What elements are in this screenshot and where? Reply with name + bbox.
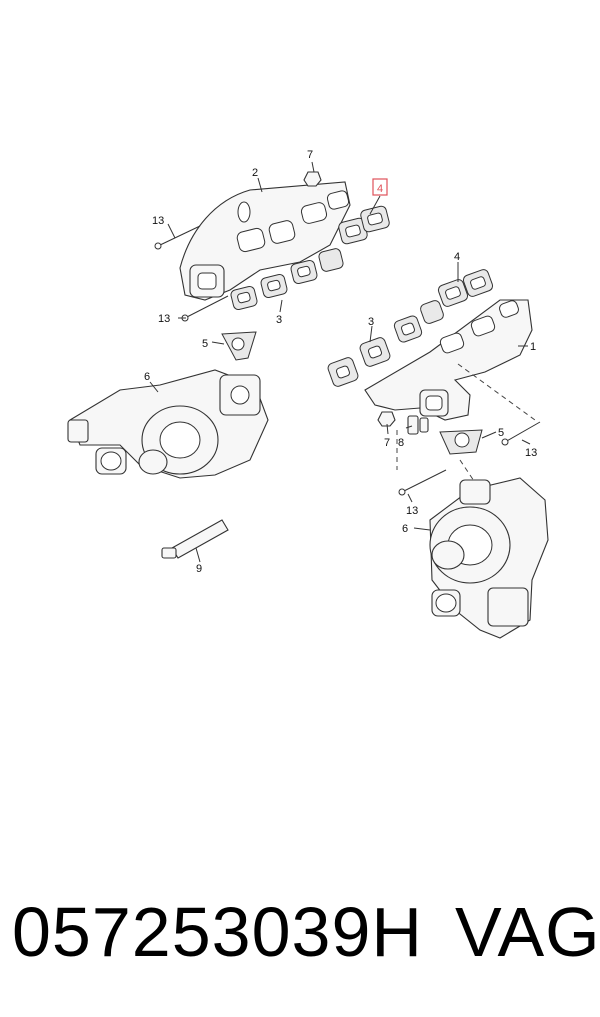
callout-7-right: 7 <box>384 437 390 449</box>
nut-right <box>377 411 396 427</box>
gasket-set-right <box>327 300 444 387</box>
paste-tube <box>161 519 229 559</box>
callout-7-top: 7 <box>307 149 313 161</box>
callout-3-left: 3 <box>276 314 282 326</box>
callout-9: 9 <box>196 563 202 575</box>
turbocharger-left <box>67 369 269 479</box>
callout-2: 2 <box>252 167 258 179</box>
callout-13-right: 13 <box>525 447 537 459</box>
turbo-gasket-left <box>221 331 257 361</box>
selected-callout-highlight <box>372 178 388 196</box>
bolt-right <box>407 415 429 435</box>
gasket-set-left <box>230 248 344 311</box>
callout-5-left: 5 <box>202 338 208 350</box>
callout-13-upper-left: 13 <box>152 215 164 227</box>
stud-right-upper <box>501 421 541 446</box>
exhaust-manifold-right <box>364 299 533 421</box>
brand-name: VAG <box>455 893 600 971</box>
callout-5-right: 5 <box>498 427 504 439</box>
exhaust-manifold-left <box>179 181 351 301</box>
callout-6-left: 6 <box>144 371 150 383</box>
callout-1: 1 <box>530 341 536 353</box>
turbocharger-right <box>429 477 549 639</box>
stud-right-lower <box>398 469 447 496</box>
callout-6-right: 6 <box>402 523 408 535</box>
stud-left-upper <box>154 225 201 250</box>
part-number: 057253039H <box>12 893 423 971</box>
callout-3-right: 3 <box>368 316 374 328</box>
callout-8: 8 <box>398 437 404 449</box>
callout-4-right: 4 <box>454 251 460 263</box>
callout-13-lower-right: 13 <box>406 505 418 517</box>
nut-top <box>303 171 322 187</box>
gasket-strip-right <box>437 269 494 307</box>
callout-4-highlighted: 4 <box>377 183 383 195</box>
turbo-gasket-right <box>439 429 483 455</box>
gasket-strip-upper <box>338 205 390 245</box>
callout-13-lower-left: 13 <box>158 313 170 325</box>
